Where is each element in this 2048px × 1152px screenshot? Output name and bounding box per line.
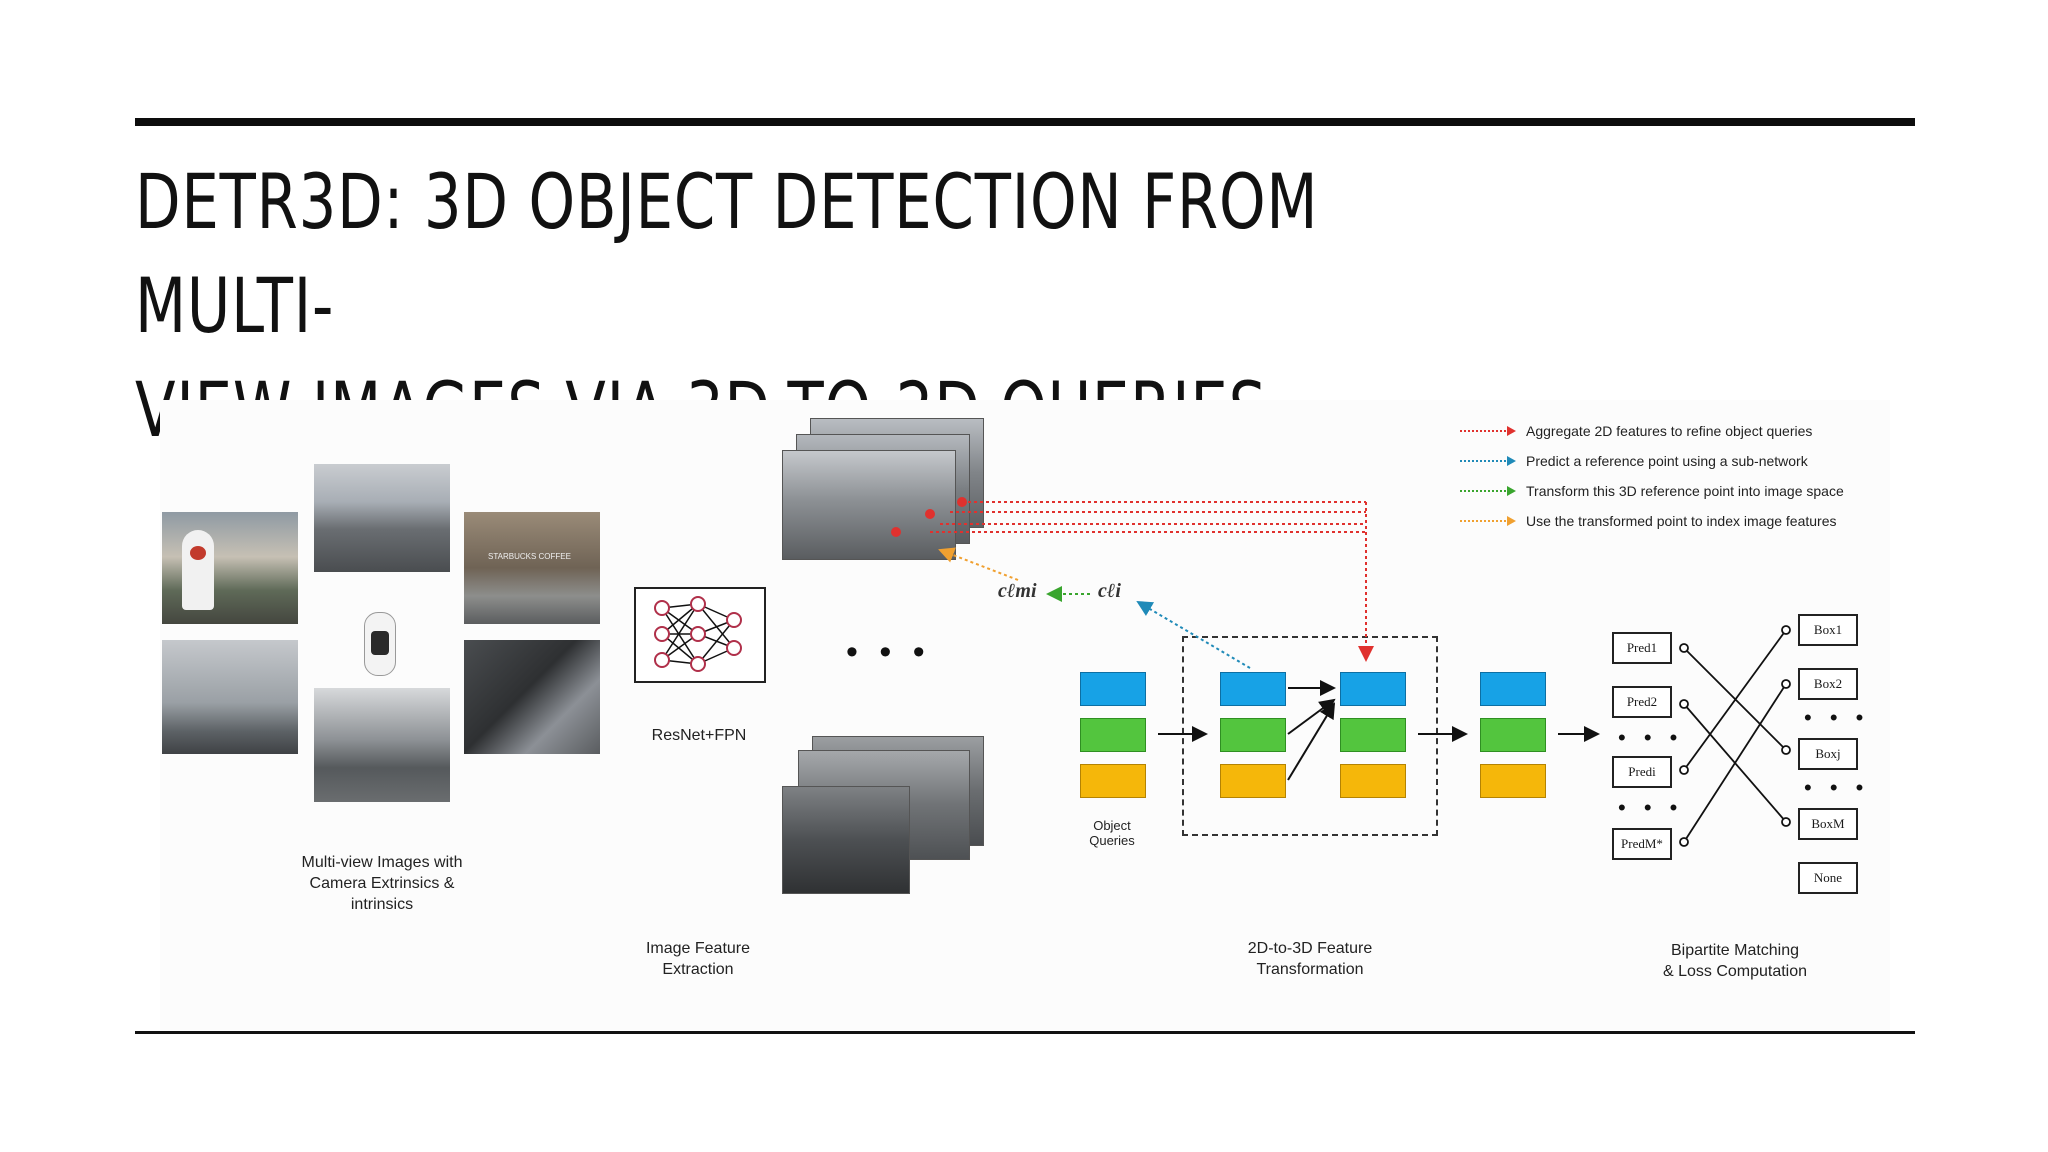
transform-query-yellow-out <box>1340 764 1406 798</box>
camera-image-front-right: STARBUCKS COFFEE <box>464 512 600 624</box>
transform-query-blue-out <box>1340 672 1406 706</box>
object-query-green <box>1080 718 1146 752</box>
legend-label: Use the transformed point to index image… <box>1526 513 1837 529</box>
legend-item-aggregate: Aggregate 2D features to refine object q… <box>1460 416 1844 446</box>
orange-index-arrow <box>938 547 1019 581</box>
camera-image-front <box>314 464 450 572</box>
gt-box-2: Box2 <box>1798 668 1858 700</box>
transform-query-yellow-in <box>1220 764 1286 798</box>
gt-ellipsis-2: • • • <box>1804 775 1870 800</box>
refined-query-yellow <box>1480 764 1546 798</box>
bipartite-matching-lines <box>1679 625 1791 847</box>
legend-label: Transform this 3D reference point into i… <box>1526 483 1844 499</box>
object-query-yellow <box>1080 764 1146 798</box>
legend-arrow-blue <box>1460 456 1516 466</box>
gt-box-none: None <box>1798 862 1858 894</box>
refined-query-green <box>1480 718 1546 752</box>
legend-arrow-orange <box>1460 516 1516 526</box>
transform-query-green-out <box>1340 718 1406 752</box>
transformation-caption: 2D-to-3D Feature Transformation <box>1247 940 1373 978</box>
matching-caption: Bipartite Matching & Loss Computation <box>1662 942 1808 980</box>
bottom-rule <box>135 1031 1915 1034</box>
camera-image-front-left <box>162 512 298 624</box>
camera-image-back-right <box>464 640 600 754</box>
gt-box-j: Boxj <box>1798 738 1858 770</box>
c-li-label: cℓi <box>1098 580 1121 602</box>
prediction-box-m: PredM* <box>1612 828 1672 860</box>
object-query-blue <box>1080 672 1146 706</box>
transformation-dashed-box <box>1182 636 1438 836</box>
prediction-ellipsis-2: • • • <box>1618 795 1684 820</box>
legend-item-predict: Predict a reference point using a sub-ne… <box>1460 446 1844 476</box>
prediction-box-1: Pred1 <box>1612 632 1672 664</box>
backbone-network-icon <box>654 596 742 672</box>
object-queries-caption: Object Queries <box>1089 818 1135 848</box>
legend-item-transform: Transform this 3D reference point into i… <box>1460 476 1844 506</box>
camera-image-back-left <box>162 640 298 754</box>
c-lmi-label: cℓmi <box>998 580 1037 602</box>
legend: Aggregate 2D features to refine object q… <box>1460 416 1844 536</box>
sample-point-markers <box>891 497 967 537</box>
prediction-box-2: Pred2 <box>1612 686 1672 718</box>
feature-map-stack-top-1 <box>782 450 956 560</box>
legend-item-index: Use the transformed point to index image… <box>1460 506 1844 536</box>
top-rule <box>135 118 1915 126</box>
transform-query-green-in <box>1220 718 1286 752</box>
camera-image-back <box>314 688 450 802</box>
gt-box-1: Box1 <box>1798 614 1858 646</box>
flow-arrows <box>1158 680 1600 781</box>
refined-query-blue <box>1480 672 1546 706</box>
multiview-caption: Multi-view Images with Camera Extrinsics… <box>301 854 463 913</box>
ego-car-icon <box>364 612 396 676</box>
prediction-ellipsis-1: • • • <box>1618 725 1684 750</box>
legend-arrow-red <box>1460 426 1516 436</box>
feature-extraction-caption: Image Feature Extraction <box>645 940 751 978</box>
legend-arrow-green <box>1460 486 1516 496</box>
gt-box-m: BoxM <box>1798 808 1858 840</box>
legend-label: Predict a reference point using a sub-ne… <box>1526 453 1808 469</box>
red-aggregation-arrows <box>930 501 1374 662</box>
blue-reference-arrow <box>1136 600 1251 669</box>
feature-map-stack-bottom-1 <box>782 786 910 894</box>
storefront-sign: STARBUCKS COFFEE <box>488 552 571 561</box>
transform-query-blue-in <box>1220 672 1286 706</box>
prediction-box-i: Predi <box>1612 756 1672 788</box>
legend-label: Aggregate 2D features to refine object q… <box>1526 423 1813 439</box>
gt-ellipsis-1: • • • <box>1804 705 1870 730</box>
backbone-label: ResNet+FPN <box>651 727 747 744</box>
